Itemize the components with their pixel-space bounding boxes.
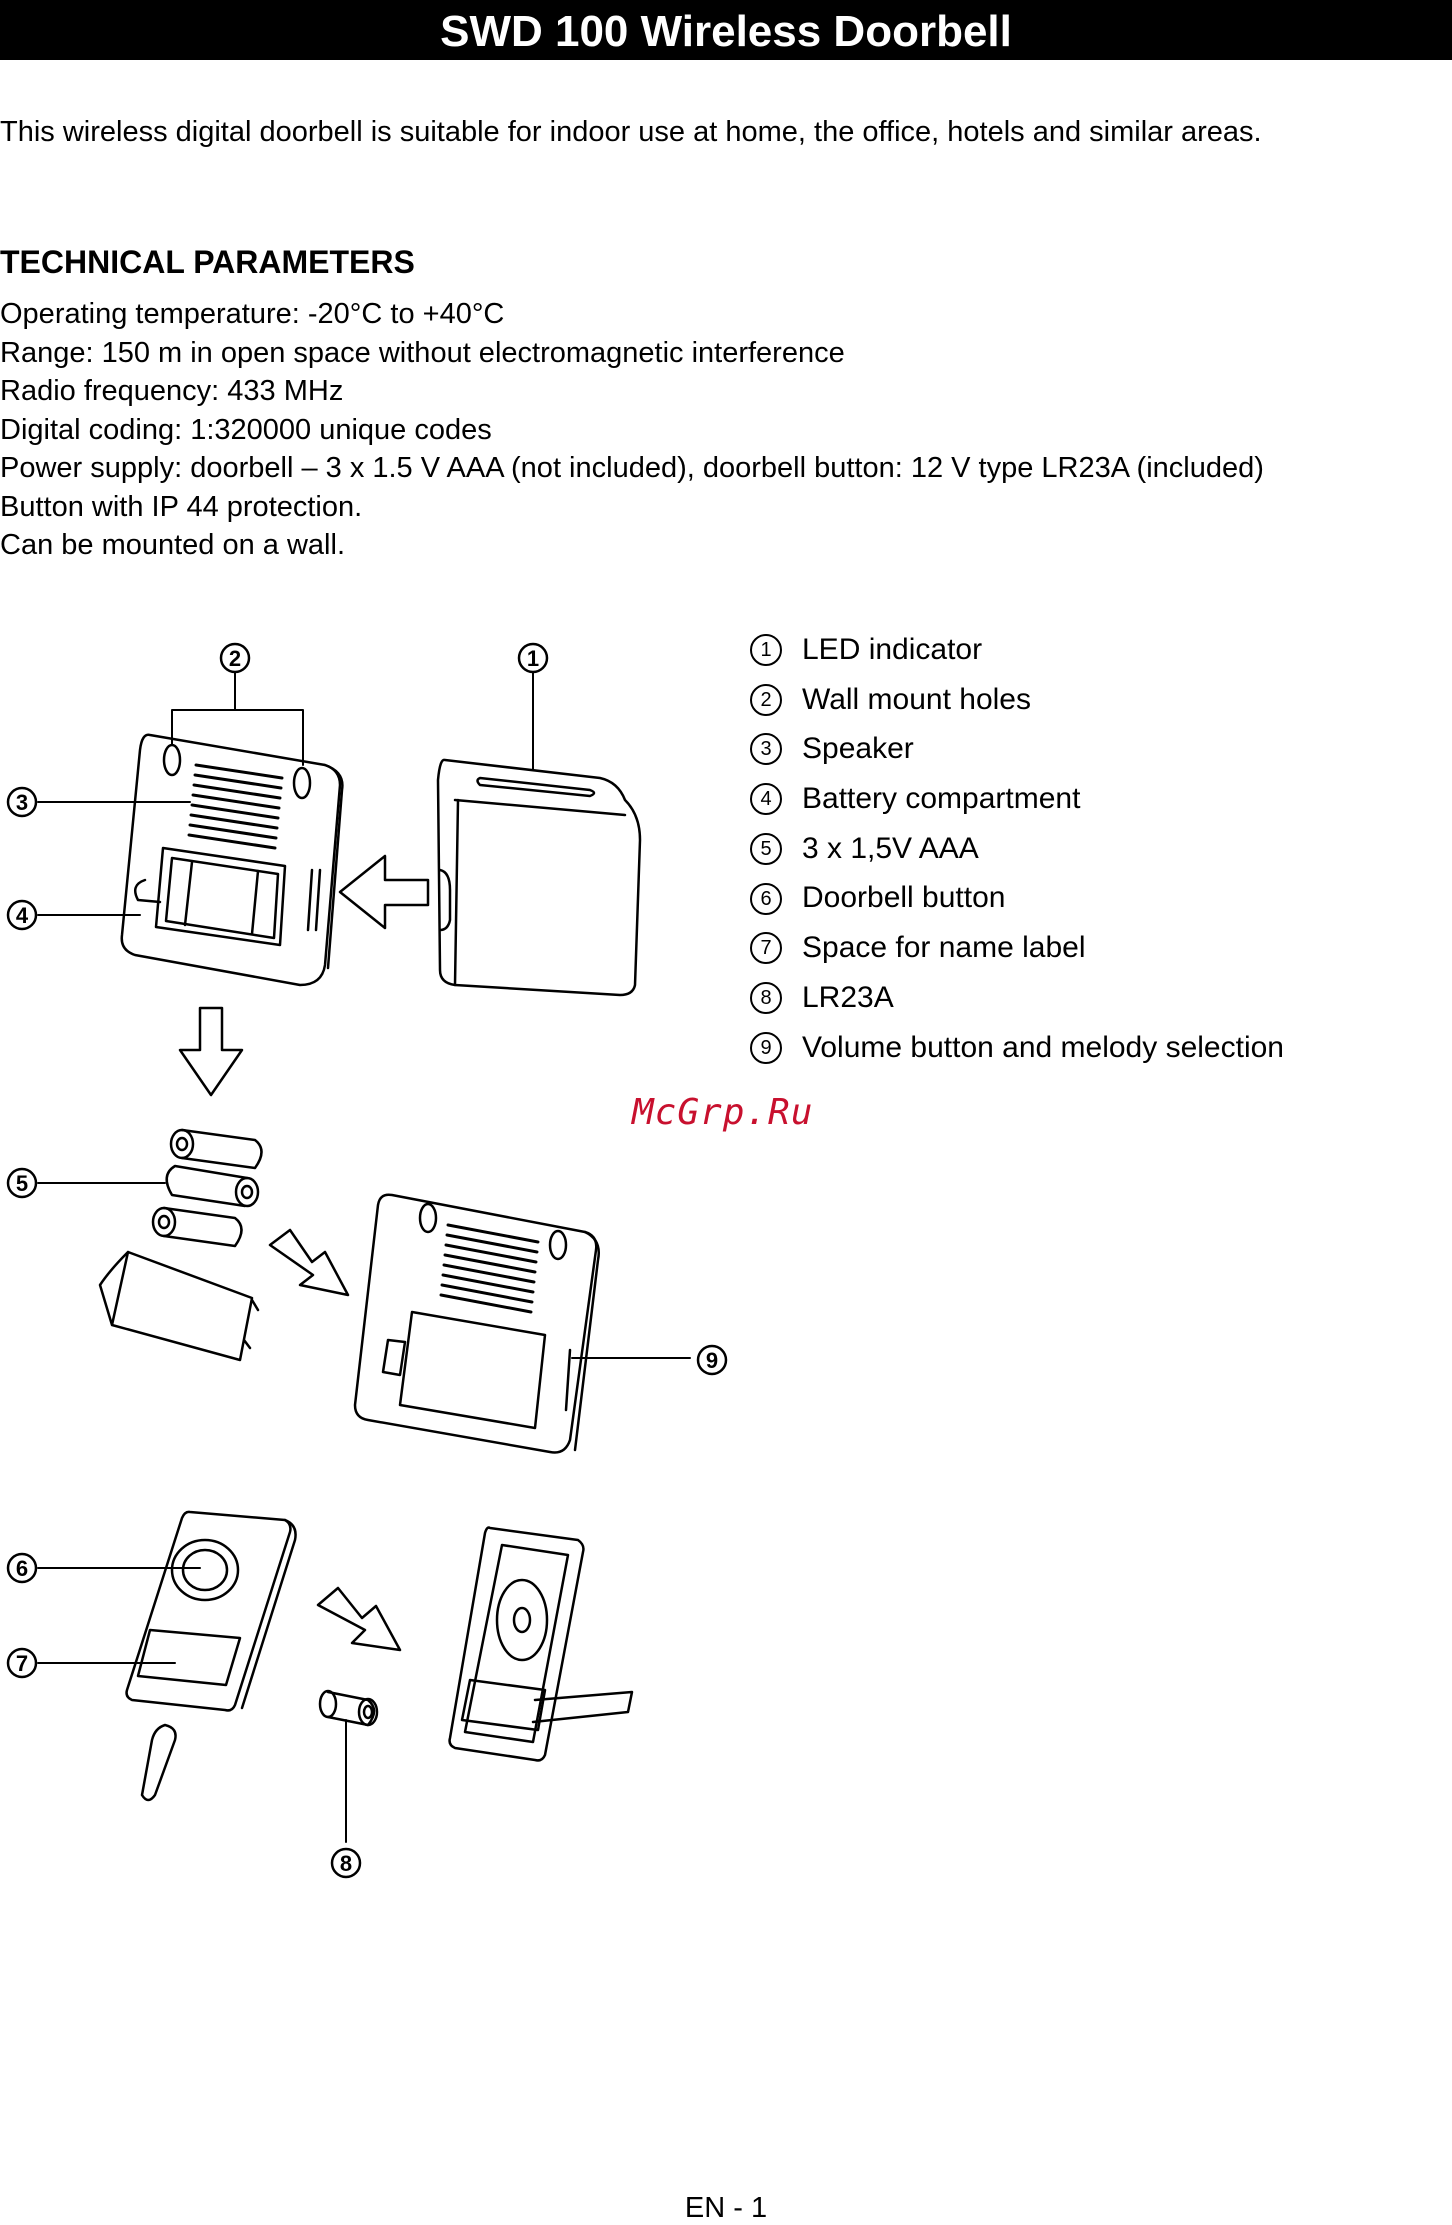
battery-cover xyxy=(98,1250,260,1362)
legend-item: 2 Wall mount holes xyxy=(750,676,1284,726)
doorbell-button-back xyxy=(448,1526,634,1762)
legend-label: LR23A xyxy=(802,980,894,1014)
arrow-left-icon xyxy=(338,854,430,930)
legend-item: 1 LED indicator xyxy=(750,626,1284,676)
doorbell-front-view xyxy=(436,758,642,997)
param-line: Operating temperature: -20°C to +40°C xyxy=(0,298,505,330)
param-line: Button with IP 44 protection. xyxy=(0,490,363,523)
callout-2: 2 xyxy=(219,642,251,674)
callout-1: 1 xyxy=(517,642,549,674)
legend-number: 2 xyxy=(750,683,782,716)
doorbell-button-front xyxy=(125,1510,297,1802)
watermark: McGrp.Ru xyxy=(632,1092,814,1133)
lr23a-battery xyxy=(318,1689,379,1727)
param-line: Range: 150 m in open space without elect… xyxy=(0,336,845,369)
legend-label: 3 x 1,5V AAA xyxy=(802,831,979,865)
legend-item: 7 Space for name label xyxy=(750,924,1284,974)
legend-item: 9 Volume button and melody selection xyxy=(750,1024,1284,1074)
doorbell-back-view xyxy=(120,733,344,987)
callout-number: 9 xyxy=(706,1348,718,1373)
callout-number: 6 xyxy=(16,1556,28,1581)
doorbell-back-assembled xyxy=(353,1193,600,1454)
legend-label: Speaker xyxy=(802,732,914,766)
technical-parameters-heading: TECHNICAL PARAMETERS xyxy=(0,244,415,280)
legend-number: 7 xyxy=(750,932,782,965)
legend-item: 6 Doorbell button xyxy=(750,874,1284,924)
legend-label: LED indicator xyxy=(802,633,983,667)
legend-number: 3 xyxy=(750,733,782,766)
param-line: Power supply: doorbell – 3 x 1.5 V AAA (… xyxy=(0,452,1264,484)
callout-number: 7 xyxy=(16,1651,28,1676)
param-line: Radio frequency: 433 MHz xyxy=(0,375,344,407)
callout-3: 3 xyxy=(6,786,38,818)
legend-number: 5 xyxy=(750,832,782,865)
callout-9: 9 xyxy=(696,1344,728,1376)
legend-number: 9 xyxy=(750,1031,782,1064)
callout-number: 5 xyxy=(16,1171,28,1196)
callout-7: 7 xyxy=(6,1647,38,1679)
legend-label: Battery compartment xyxy=(802,782,1081,816)
legend-label: Doorbell button xyxy=(802,881,1006,915)
callout-number: 4 xyxy=(16,903,29,928)
arrow-diagonal-icon xyxy=(316,1586,402,1652)
aaa-batteries xyxy=(151,1128,263,1248)
technical-parameters-list: Operating temperature: -20°C to +40°C Ra… xyxy=(0,295,1264,565)
param-line: Digital coding: 1:320000 unique codes xyxy=(0,413,492,446)
legend-item: 4 Battery compartment xyxy=(750,775,1284,825)
param-line: Can be mounted on a wall. xyxy=(0,529,345,561)
legend-label: Wall mount holes xyxy=(802,682,1031,716)
parts-legend: 1 LED indicator 2 Wall mount holes 3 Speake… xyxy=(750,626,1284,1073)
page-title: SWD 100 Wireless Doorbell xyxy=(0,0,1452,60)
callout-6: 6 xyxy=(6,1552,38,1584)
legend-number: 4 xyxy=(750,783,782,816)
legend-number: 6 xyxy=(750,882,782,915)
intro-text: This wireless digital doorbell is suitab… xyxy=(0,116,1262,148)
legend-number: 1 xyxy=(750,634,782,667)
callout-4: 4 xyxy=(6,899,38,931)
callout-number: 2 xyxy=(229,646,241,671)
callout-8: 8 xyxy=(330,1847,362,1879)
callout-number: 8 xyxy=(340,1851,352,1876)
page-number: EN - 1 xyxy=(684,2192,768,2224)
arrow-down-icon xyxy=(178,1006,244,1097)
legend-item: 8 LR23A xyxy=(750,974,1284,1024)
callouts: 1 2 3 4 5 6 7 8 9 xyxy=(6,642,728,1879)
arrow-diagonal-icon xyxy=(268,1228,350,1297)
legend-item: 5 3 x 1,5V AAA xyxy=(750,825,1284,875)
legend-item: 3 Speaker xyxy=(750,725,1284,775)
legend-label: Space for name label xyxy=(802,931,1086,965)
callout-number: 1 xyxy=(527,646,539,671)
legend-number: 8 xyxy=(750,981,782,1014)
callout-5: 5 xyxy=(6,1167,38,1199)
legend-label: Volume button and melody selection xyxy=(802,1030,1284,1064)
callout-number: 3 xyxy=(16,790,28,815)
